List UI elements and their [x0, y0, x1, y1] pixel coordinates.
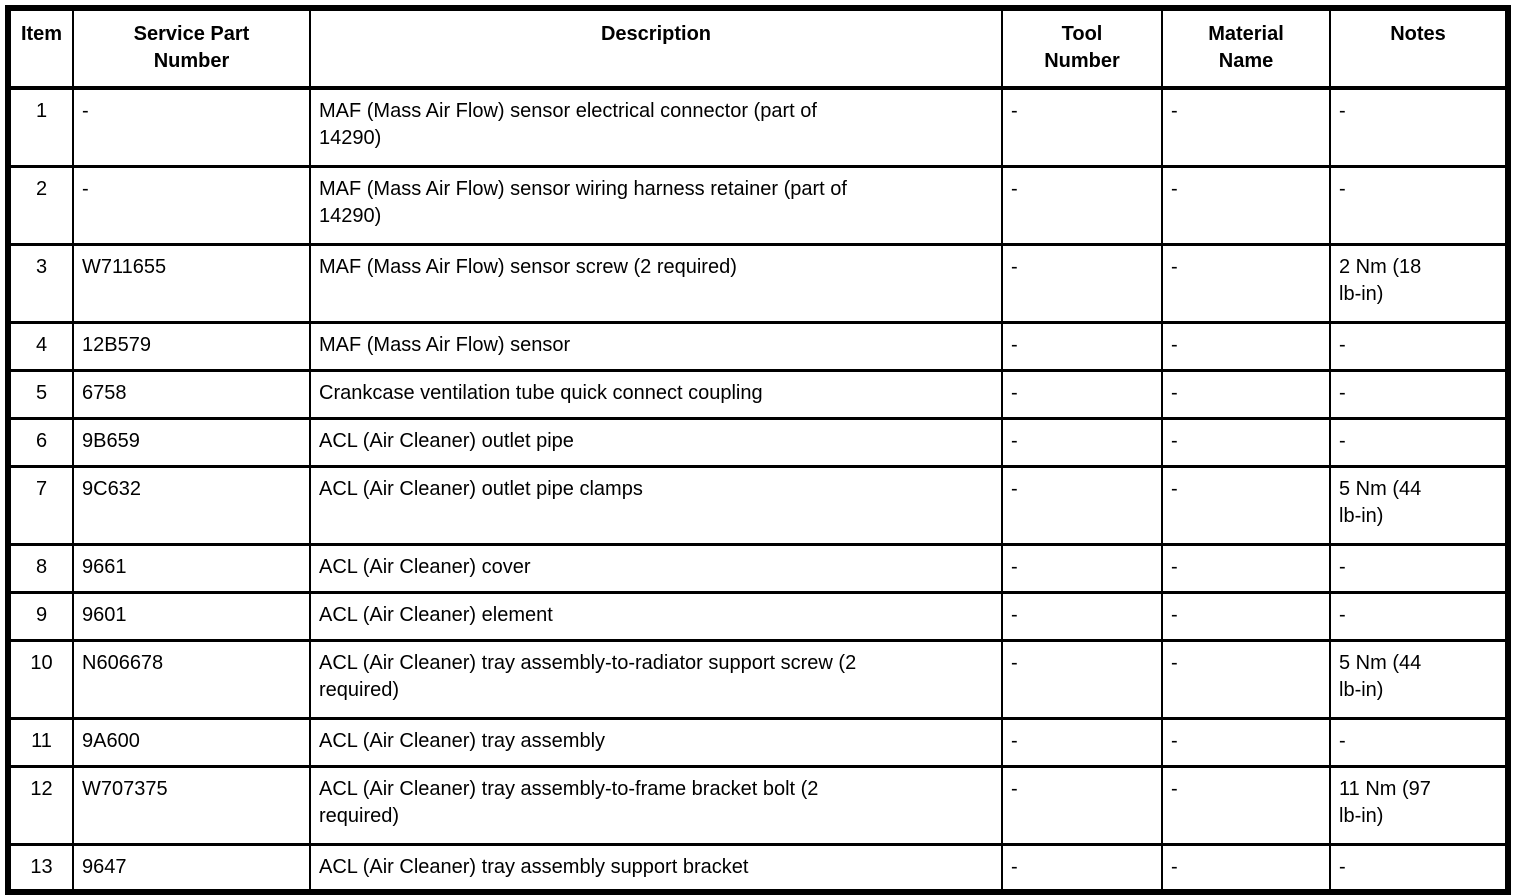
table-row: 7 9C632 ACL (Air Cleaner) outlet pipe cl… — [7, 464, 1509, 546]
cell-item: 3 — [7, 242, 74, 324]
cell-service-part-number: 6758 — [72, 368, 311, 420]
cell-material-name: - — [1161, 542, 1331, 594]
cell-tool-number: - — [1001, 542, 1163, 594]
cell-description: ACL (Air Cleaner) outlet pipe — [309, 416, 1003, 468]
cell-description: MAF (Mass Air Flow) sensor electrical co… — [309, 86, 1003, 168]
table-row: 8 9661 ACL (Air Cleaner) cover - - - — [7, 542, 1509, 594]
cell-description: MAF (Mass Air Flow) sensor wiring harnes… — [309, 164, 1003, 246]
cell-item: 5 — [7, 368, 74, 420]
cell-material-name: - — [1161, 842, 1331, 894]
cell-description: ACL (Air Cleaner) tray assembly-to-radia… — [309, 638, 1003, 720]
cell-description: ACL (Air Cleaner) tray assembly support … — [309, 842, 1003, 894]
cell-service-part-number: 9C632 — [72, 464, 311, 546]
cell-tool-number: - — [1001, 242, 1163, 324]
cell-description: MAF (Mass Air Flow) sensor — [309, 320, 1003, 372]
cell-material-name: - — [1161, 464, 1331, 546]
cell-item: 8 — [7, 542, 74, 594]
cell-description: ACL (Air Cleaner) cover — [309, 542, 1003, 594]
column-header-tool-number: Tool Number — [1001, 6, 1163, 90]
cell-tool-number: - — [1001, 416, 1163, 468]
cell-tool-number: - — [1001, 464, 1163, 546]
cell-item: 12 — [7, 764, 74, 846]
table-row: 5 6758 Crankcase ventilation tube quick … — [7, 368, 1509, 420]
cell-tool-number: - — [1001, 320, 1163, 372]
cell-item: 11 — [7, 716, 74, 768]
cell-item: 6 — [7, 416, 74, 468]
header-row: Item Service Part Number Description Too… — [7, 6, 1509, 90]
cell-material-name: - — [1161, 164, 1331, 246]
cell-item: 2 — [7, 164, 74, 246]
cell-service-part-number: N606678 — [72, 638, 311, 720]
cell-tool-number: - — [1001, 590, 1163, 642]
table-row: 13 9647 ACL (Air Cleaner) tray assembly … — [7, 842, 1509, 894]
table-row: 11 9A600 ACL (Air Cleaner) tray assembly… — [7, 716, 1509, 768]
cell-material-name: - — [1161, 242, 1331, 324]
table-row: 12 W707375 ACL (Air Cleaner) tray assemb… — [7, 764, 1509, 846]
cell-service-part-number: - — [72, 164, 311, 246]
cell-item: 10 — [7, 638, 74, 720]
cell-notes: - — [1329, 590, 1509, 642]
cell-notes: - — [1329, 320, 1509, 372]
cell-material-name: - — [1161, 638, 1331, 720]
cell-tool-number: - — [1001, 842, 1163, 894]
cell-notes: - — [1329, 164, 1509, 246]
cell-tool-number: - — [1001, 368, 1163, 420]
cell-service-part-number: 9A600 — [72, 716, 311, 768]
cell-material-name: - — [1161, 320, 1331, 372]
cell-description: ACL (Air Cleaner) tray assembly — [309, 716, 1003, 768]
cell-notes: - — [1329, 416, 1509, 468]
cell-tool-number: - — [1001, 716, 1163, 768]
cell-service-part-number: - — [72, 86, 311, 168]
cell-item: 4 — [7, 320, 74, 372]
table-row: 10 N606678 ACL (Air Cleaner) tray assemb… — [7, 638, 1509, 720]
cell-item: 7 — [7, 464, 74, 546]
cell-material-name: - — [1161, 764, 1331, 846]
column-header-item: Item — [7, 6, 74, 90]
cell-material-name: - — [1161, 86, 1331, 168]
cell-material-name: - — [1161, 716, 1331, 768]
cell-tool-number: - — [1001, 164, 1163, 246]
cell-item: 9 — [7, 590, 74, 642]
cell-notes: - — [1329, 716, 1509, 768]
cell-notes: - — [1329, 368, 1509, 420]
cell-service-part-number: 9661 — [72, 542, 311, 594]
table-row: 6 9B659 ACL (Air Cleaner) outlet pipe - … — [7, 416, 1509, 468]
cell-service-part-number: 9601 — [72, 590, 311, 642]
cell-item: 1 — [7, 86, 74, 168]
cell-notes: 11 Nm (97 lb-in) — [1329, 764, 1509, 846]
column-header-material-name: Material Name — [1161, 6, 1331, 90]
cell-material-name: - — [1161, 416, 1331, 468]
cell-description: ACL (Air Cleaner) element — [309, 590, 1003, 642]
cell-tool-number: - — [1001, 764, 1163, 846]
cell-service-part-number: 9647 — [72, 842, 311, 894]
cell-description: ACL (Air Cleaner) outlet pipe clamps — [309, 464, 1003, 546]
cell-item: 13 — [7, 842, 74, 894]
parts-table: Item Service Part Number Description Too… — [5, 5, 1511, 895]
column-header-notes: Notes — [1329, 6, 1509, 90]
table-row: 2 - MAF (Mass Air Flow) sensor wiring ha… — [7, 164, 1509, 246]
cell-service-part-number: 9B659 — [72, 416, 311, 468]
table-row: 3 W711655 MAF (Mass Air Flow) sensor scr… — [7, 242, 1509, 324]
table-row: 1 - MAF (Mass Air Flow) sensor electrica… — [7, 86, 1509, 168]
cell-description: MAF (Mass Air Flow) sensor screw (2 requ… — [309, 242, 1003, 324]
column-header-description: Description — [309, 6, 1003, 90]
cell-description: Crankcase ventilation tube quick connect… — [309, 368, 1003, 420]
cell-tool-number: - — [1001, 86, 1163, 168]
cell-notes: - — [1329, 542, 1509, 594]
cell-tool-number: - — [1001, 638, 1163, 720]
cell-notes: - — [1329, 86, 1509, 168]
table-row: 9 9601 ACL (Air Cleaner) element - - - — [7, 590, 1509, 642]
cell-notes: 5 Nm (44 lb-in) — [1329, 638, 1509, 720]
cell-notes: 5 Nm (44 lb-in) — [1329, 464, 1509, 546]
column-header-service-part-number: Service Part Number — [72, 6, 311, 90]
cell-material-name: - — [1161, 368, 1331, 420]
cell-material-name: - — [1161, 590, 1331, 642]
cell-notes: - — [1329, 842, 1509, 894]
cell-notes: 2 Nm (18 lb-in) — [1329, 242, 1509, 324]
cell-service-part-number: 12B579 — [72, 320, 311, 372]
cell-service-part-number: W707375 — [72, 764, 311, 846]
cell-description: ACL (Air Cleaner) tray assembly-to-frame… — [309, 764, 1003, 846]
table-row: 4 12B579 MAF (Mass Air Flow) sensor - - … — [7, 320, 1509, 372]
cell-service-part-number: W711655 — [72, 242, 311, 324]
